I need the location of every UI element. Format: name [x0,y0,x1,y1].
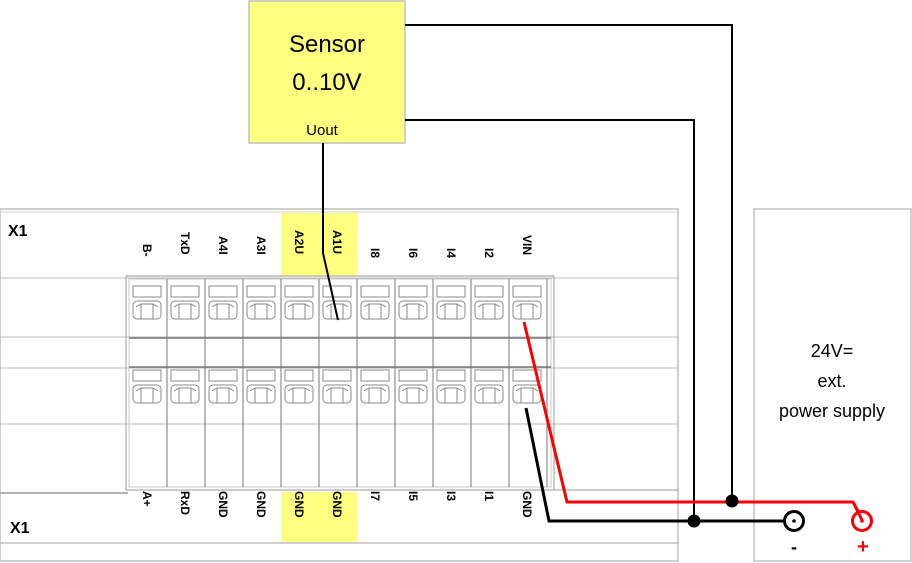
pin-label-gnd-4: GND [330,491,344,518]
pin-label-gnd-2: GND [254,491,268,518]
pin-label-a3i: A3I [254,236,268,255]
clamps-top-row [132,285,542,320]
highlight-gnd-gnd-bottom [281,492,357,542]
power-supply-box: 24V= ext. power supply [753,208,912,562]
junction-dot-positive [725,494,739,508]
x1-bottom-label: X1 [10,520,30,537]
wire-gnd-negative [524,407,793,523]
pin-label-gnd-1: GND [216,491,230,518]
pin-label-i1: I1 [482,491,496,501]
pin-label-i7: I7 [368,491,382,501]
clamps-bottom-row [132,369,542,404]
top-pin-labels: B- TxD A4I A3I A2U A1U I8 I6 I4 I2 VIN [140,230,534,258]
sensor-title: Sensor [289,31,365,58]
psu-plus-label: + [857,536,869,558]
pin-label-a2u: A2U [292,230,306,254]
pin-label-txd: TxD [178,232,192,255]
psu-minus-terminal-icon [783,510,805,532]
x1-top-label: X1 [8,223,28,240]
bottom-pin-labels: A+ RxD GND GND GND GND I7 I5 I3 I1 GND [140,491,534,518]
psu-plus-terminal-icon [851,501,873,532]
pin-label-i6: I6 [406,248,420,258]
pin-label-a1u: A1U [330,230,344,254]
pin-label-i3: I3 [444,491,458,501]
junction-dot-negative [687,514,701,528]
wire-sensor-signal [322,143,339,321]
pin-label-a-plus: A+ [140,491,154,507]
psu-minus-label: - [791,537,797,557]
pin-label-rxd: RxD [178,491,192,515]
pin-label-b-minus: B- [140,244,154,257]
power-supply-ext: ext. [817,371,846,391]
pin-label-i4: I4 [444,248,458,258]
pin-label-gnd-3: GND [292,491,306,518]
terminal-block [125,275,555,491]
sensor-output-label: Uout [306,122,339,139]
power-supply-voltage: 24V= [811,341,854,361]
pin-label-vin: VIN [520,235,534,255]
pin-label-a4i: A4I [216,236,230,255]
pin-label-i2: I2 [482,248,496,258]
wire-sensor-supply-minus [405,119,695,521]
pin-label-i8: I8 [368,248,382,258]
sensor-box: Sensor 0..10V Uout [248,0,406,144]
power-supply-description: power supply [779,401,885,421]
highlight-a2u-a1u-top [281,213,357,276]
pin-label-gnd-5: GND [520,491,534,518]
pin-label-i5: I5 [406,491,420,501]
wire-sensor-supply-plus [405,24,733,500]
sensor-range: 0..10V [292,69,361,96]
